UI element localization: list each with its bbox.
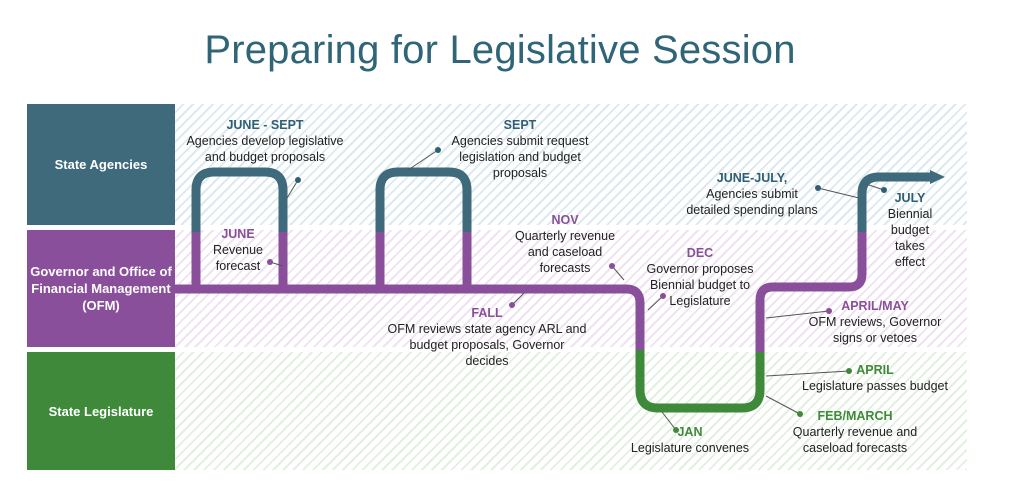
annotation-april-may: APRIL/MAY OFM reviews, Governor signs or… — [800, 298, 950, 346]
annotation-text: OFM reviews, Governor signs or vetoes — [808, 315, 942, 345]
annotation-text: Quarterly revenue and caseload forecasts — [792, 425, 918, 455]
annotation-heading: FEB/MARCH — [817, 409, 893, 423]
annotation-heading: JULY — [894, 191, 926, 205]
annotation-text: Agencies submit detailed spending plans — [686, 187, 818, 217]
swimlane-state-agencies: State Agencies — [27, 104, 967, 225]
annotation-text: Revenue forecast — [212, 243, 264, 273]
arrow-head-icon — [930, 170, 945, 184]
annotation-text: Biennial budget takes effect — [887, 207, 933, 269]
annotation-heading: APRIL/MAY — [841, 299, 909, 313]
annotation-heading: FALL — [471, 306, 503, 320]
annotation-heading: DEC — [686, 246, 714, 260]
annotation-june: JUNE Revenue forecast — [203, 226, 273, 274]
swimlane-body — [175, 104, 967, 225]
annotation-text: Agencies develop legislative and budget … — [186, 134, 344, 164]
annotation-june-july: JUNE-JULY, Agencies submit detailed spen… — [682, 170, 822, 218]
flow-track-legislature — [635, 345, 765, 413]
annotation-jan: JAN Legislature convenes — [620, 424, 760, 456]
annotation-heading: JUNE — [221, 227, 255, 241]
annotation-july: JULY Biennial budget takes effect — [874, 190, 946, 270]
flow-track-governor-riser — [191, 230, 472, 289]
annotation-heading: JUNE - SEPT — [226, 118, 304, 132]
flow-track-governor-main — [175, 284, 645, 340]
flow-track-agencies-final — [857, 172, 932, 232]
flow-arch-agencies-1 — [191, 167, 288, 232]
annotation-text: Governor proposes Biennial budget to Leg… — [646, 262, 754, 308]
swimlane-label: State Agencies — [27, 104, 175, 225]
annotation-heading: JUNE-JULY, — [716, 171, 788, 185]
annotation-feb-march: FEB/MARCH Quarterly revenue and caseload… — [780, 408, 930, 456]
annotation-text: Legislature convenes — [630, 441, 750, 455]
flow-track-governor-return — [755, 230, 867, 347]
annotation-heading: APRIL — [856, 363, 894, 377]
swimlane-label: Governor and Office of Financial Managem… — [27, 230, 175, 347]
pointer-dots — [267, 147, 887, 433]
annotation-sept: SEPT Agencies submit request legislation… — [440, 117, 600, 181]
page-title: Preparing for Legislative Session — [204, 28, 796, 72]
annotation-april: APRIL Legislature passes budget — [790, 362, 960, 394]
annotation-heading: JAN — [677, 425, 703, 439]
annotation-text: Agencies submit request legislation and … — [451, 134, 589, 180]
swimlane-label: State Legislature — [27, 352, 175, 470]
annotation-text: Legislature passes budget — [802, 379, 948, 393]
annotation-june-sept: JUNE - SEPT Agencies develop legislative… — [170, 117, 360, 165]
annotation-fall: FALL OFM reviews state agency ARL and bu… — [387, 305, 587, 369]
annotation-text: Quarterly revenue and caseload forecasts — [514, 229, 616, 275]
annotation-heading: SEPT — [503, 118, 537, 132]
annotation-dec: DEC Governor proposes Biennial budget to… — [640, 245, 760, 309]
annotation-nov: NOV Quarterly revenue and caseload forec… — [500, 212, 630, 276]
annotation-heading: NOV — [551, 213, 579, 227]
flow-arch-agencies-2 — [375, 167, 472, 232]
annotation-text: OFM reviews state agency ARL and budget … — [387, 322, 587, 368]
